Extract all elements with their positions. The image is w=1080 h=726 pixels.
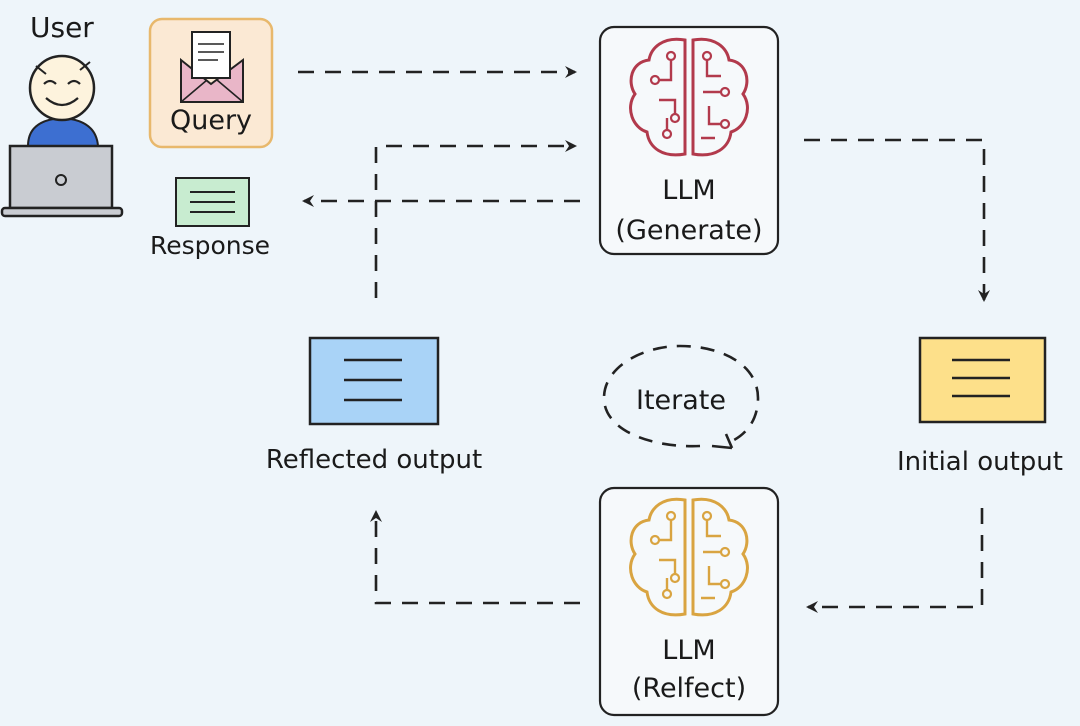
reflected-to-llm-arrow: [374, 140, 577, 298]
iterate-loop: [602, 344, 760, 450]
reflected-output-label: Reflected output: [265, 445, 483, 475]
user-icon: [26, 54, 100, 147]
brain-circuit-icon: [629, 497, 749, 617]
laptop-icon: [0, 144, 124, 218]
initial-output-label: Initial output: [897, 447, 1063, 477]
reflect-to-reflected-arrow: [370, 510, 580, 605]
llm-reflect-card: [598, 486, 780, 717]
reflected-output-note: [308, 336, 440, 426]
initial-output-note: [918, 336, 1047, 424]
brain-circuit-icon: [629, 37, 749, 157]
llm-generate-subtitle: (Generate): [615, 215, 763, 246]
llm-generate-title: LLM: [662, 175, 716, 206]
query-label: Query: [169, 105, 253, 136]
llm-reflect-subtitle: (Relfect): [631, 673, 747, 704]
llm-reflect-title: LLM: [662, 635, 716, 666]
user-label: User: [30, 11, 94, 44]
initial-to-reflect-arrow: [806, 508, 984, 613]
response-note: [175, 177, 250, 227]
response-label: Response: [149, 231, 271, 260]
envelope-icon: [180, 31, 244, 103]
iterate-label: Iterate: [635, 385, 726, 416]
llm-generate-card: [598, 25, 780, 256]
llm-to-initial-arrow: [804, 138, 990, 302]
query-card: [148, 17, 274, 149]
